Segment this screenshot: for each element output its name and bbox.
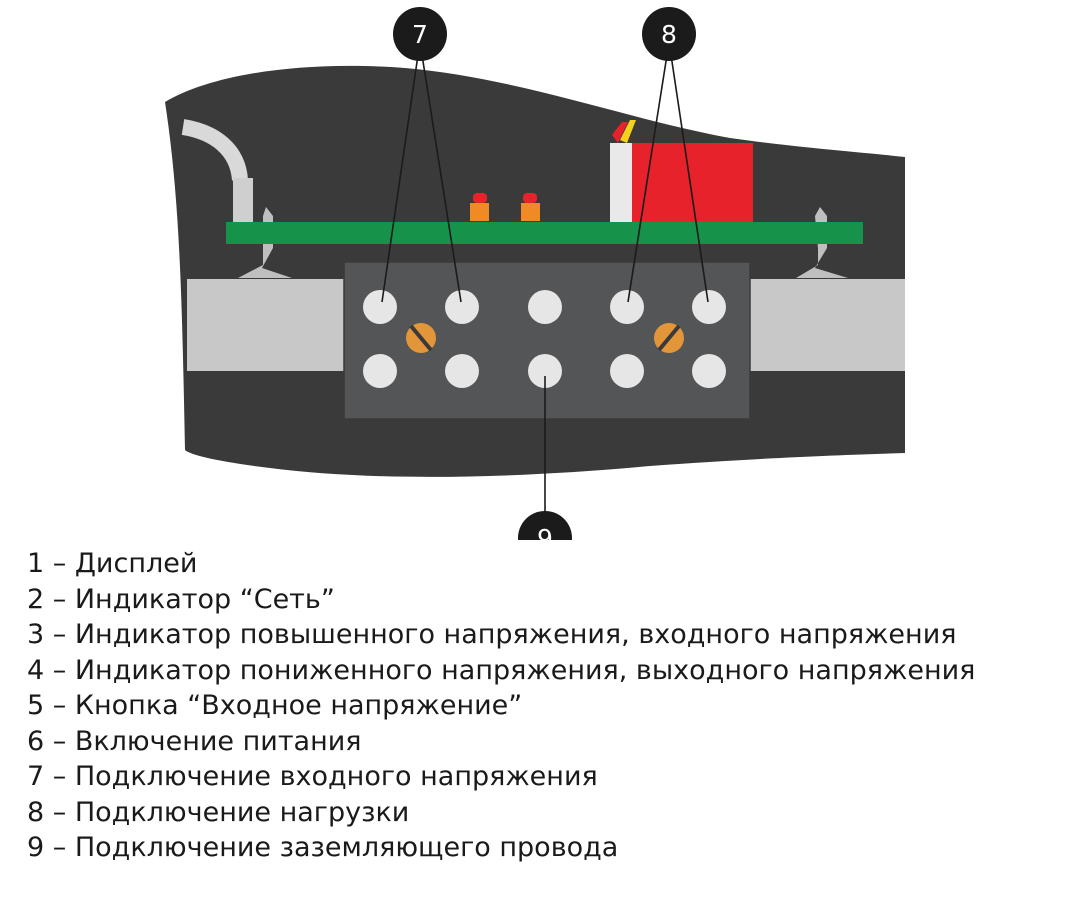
relay-lead bbox=[620, 120, 636, 143]
legend-item: 9 – Подключение заземляющего провода bbox=[27, 832, 619, 863]
pcb-board bbox=[226, 222, 863, 244]
leader-line bbox=[627, 54, 668, 303]
mounting-bar-left bbox=[187, 279, 344, 371]
legend-list: 1 – Дисплей 2 – Индикатор “Сеть” 3 – Инд… bbox=[27, 546, 975, 866]
terminal bbox=[692, 354, 726, 388]
relay-body bbox=[632, 143, 753, 222]
legend-item: 3 – Индикатор повышенного напряжения, вх… bbox=[27, 619, 957, 650]
terminal bbox=[445, 290, 479, 324]
terminal bbox=[610, 354, 644, 388]
relay-side bbox=[610, 143, 632, 222]
marker-label: 7 bbox=[412, 20, 428, 49]
marker-label: 9 bbox=[537, 524, 553, 540]
legend-item: 7 – Подключение входного напряжения bbox=[27, 761, 598, 792]
led-indicator bbox=[470, 193, 489, 221]
legend-item: 1 – Дисплей bbox=[27, 548, 198, 579]
leader-line bbox=[670, 54, 709, 303]
marker-label: 8 bbox=[661, 20, 677, 49]
marker-7: 7 bbox=[393, 7, 447, 61]
terminal-ground bbox=[528, 354, 562, 388]
relay-lead bbox=[612, 122, 628, 143]
marker-8: 8 bbox=[642, 7, 696, 61]
screw-icon bbox=[406, 323, 436, 353]
mounting-bar-right bbox=[750, 279, 905, 371]
legend-item: 6 – Включение питания bbox=[27, 725, 362, 757]
legend-item: 4 – Индикатор пониженного напряжения, вы… bbox=[27, 654, 976, 686]
terminal-block bbox=[343, 261, 751, 420]
marker-9: 9 bbox=[518, 511, 572, 540]
screw-icon bbox=[654, 323, 684, 353]
display-cable bbox=[181, 119, 248, 182]
terminal bbox=[363, 354, 397, 388]
terminal bbox=[692, 290, 726, 324]
terminal bbox=[528, 290, 562, 324]
led-indicator bbox=[521, 193, 540, 221]
terminal bbox=[363, 290, 397, 324]
leader-line bbox=[381, 54, 419, 303]
legend-item: 2 – Индикатор “Сеть” bbox=[27, 583, 335, 615]
device-diagram: 7 8 9 bbox=[165, 7, 905, 540]
display-cable-post bbox=[233, 178, 253, 224]
leader-line bbox=[421, 54, 462, 303]
legend-item: 5 – Кнопка “Входное напряжение” bbox=[27, 690, 523, 721]
terminal bbox=[445, 354, 479, 388]
legend-item: 8 – Подключение нагрузки bbox=[27, 796, 410, 828]
terminal bbox=[610, 290, 644, 324]
